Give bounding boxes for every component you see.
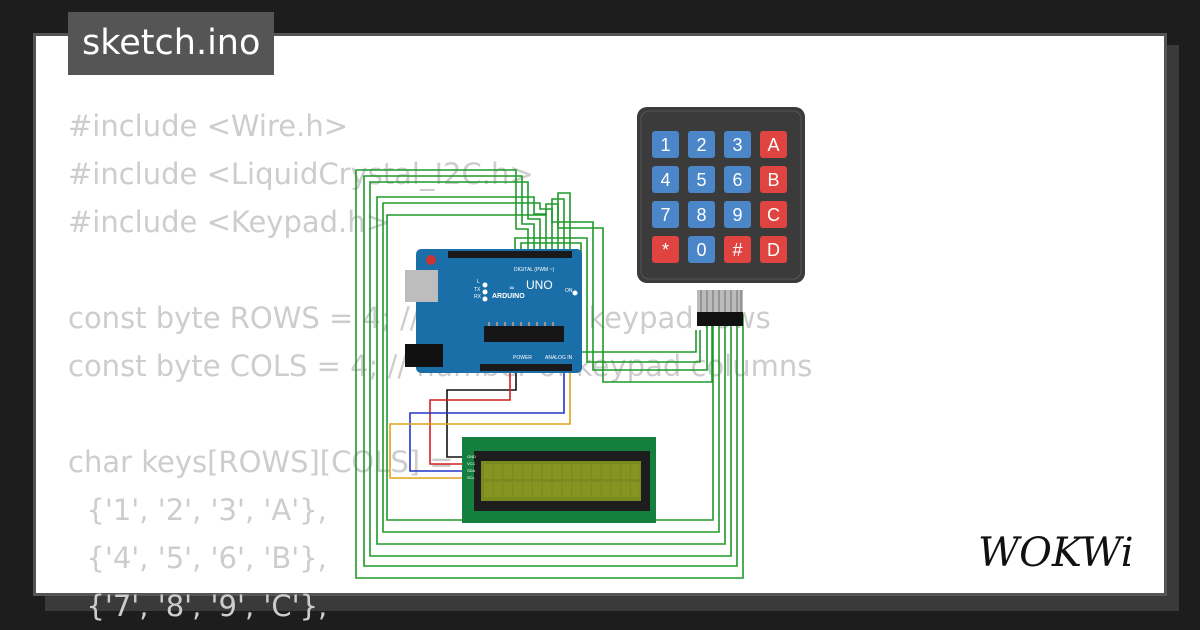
keypad-key-#[interactable]: # [724, 236, 751, 263]
svg-text:RX: RX [474, 294, 482, 300]
arduino-model-label: UNO [526, 278, 553, 292]
digital-header-label: DIGITAL (PWM ~) [514, 267, 554, 273]
svg-text:7: 7 [660, 205, 670, 225]
lcd-char-cell [572, 464, 581, 479]
arduino-uno-board: ∞ UNO ARDUINO DIGITAL (PWM ~) POWER ANAL… [405, 249, 582, 373]
lcd-char-cell [552, 464, 562, 479]
svg-text:5: 5 [696, 170, 706, 190]
lcd-char-cell [523, 464, 532, 479]
lcd-char-cell [542, 464, 552, 479]
svg-text:#: # [732, 240, 742, 260]
lcd-char-cell [523, 482, 532, 497]
keypad-key-A[interactable]: A [760, 131, 787, 158]
code-line: #include <Wire.h> [68, 109, 349, 143]
sketch-filename-tag: sketch.ino [68, 12, 275, 75]
keypad-key-6[interactable]: 6 [724, 166, 751, 193]
digital-header [448, 251, 572, 258]
analog-header [480, 364, 572, 371]
svg-text:TX: TX [474, 287, 481, 293]
lcd-char-cell [611, 464, 620, 479]
lcd-char-cell [513, 482, 522, 497]
power-jack [405, 344, 443, 367]
svg-text:A: A [767, 135, 779, 155]
keypad-key-1[interactable]: 1 [652, 131, 679, 158]
lcd-char-cell [572, 482, 581, 497]
lcd-char-cell [631, 464, 640, 479]
lcd-char-cell [533, 464, 542, 479]
lcd-char-cell [621, 464, 630, 479]
keypad-key-B[interactable]: B [760, 166, 787, 193]
svg-text:1: 1 [660, 135, 670, 155]
svg-text:C: C [767, 205, 780, 225]
lcd-char-cell [582, 464, 591, 479]
lcd-char-cell [484, 482, 493, 497]
lcd-char-cell [562, 482, 571, 497]
svg-text:6: 6 [732, 170, 742, 190]
microcontroller-chip [484, 326, 564, 342]
lcd-char-cell [601, 482, 611, 497]
lcd-char-cell [542, 482, 552, 497]
lcd-char-cell [493, 482, 503, 497]
lcd-char-cell [582, 482, 591, 497]
svg-text:SDA: SDA [467, 468, 476, 473]
code-line: {'1', '2', '3', 'A'}, [68, 493, 327, 527]
keypad-key-0[interactable]: 0 [688, 236, 715, 263]
lcd-1602-i2c: GND VCC SDA SCL [462, 437, 656, 523]
keypad-key-3[interactable]: 3 [724, 131, 751, 158]
svg-text:9: 9 [732, 205, 742, 225]
keypad-key-8[interactable]: 8 [688, 201, 715, 228]
code-line: #include <Keypad.h> [68, 205, 390, 239]
lcd-char-cell [493, 464, 503, 479]
power-header-label: POWER [513, 355, 532, 361]
keypad-key-*[interactable]: * [652, 236, 679, 263]
code-background: #include <Wire.h>#include <LiquidCrystal… [68, 102, 888, 623]
svg-text:*: * [662, 240, 669, 260]
keypad-wires [355, 169, 744, 579]
lcd-char-cell [562, 464, 571, 479]
analog-header-label: ANALOG IN [545, 355, 573, 361]
lcd-char-cell [611, 482, 620, 497]
lcd-char-cell [601, 464, 611, 479]
keypad-key-7[interactable]: 7 [652, 201, 679, 228]
lcd-char-cell [533, 482, 542, 497]
keypad-key-D[interactable]: D [760, 236, 787, 263]
lcd-char-cell [591, 482, 601, 497]
svg-text:0: 0 [696, 240, 706, 260]
lcd-char-cell [591, 464, 601, 479]
svg-text:∞: ∞ [509, 284, 515, 292]
lcd-char-cell [503, 464, 513, 479]
svg-text:3: 3 [732, 135, 742, 155]
reset-button [426, 255, 436, 265]
arduino-brand-label: ARDUINO [492, 293, 525, 300]
svg-text:2: 2 [696, 135, 706, 155]
wokwi-logo: WOKWi [978, 530, 1134, 576]
svg-text:GND: GND [467, 454, 476, 459]
svg-text:D: D [767, 240, 780, 260]
lcd-char-cell [631, 482, 640, 497]
lcd-char-cell [621, 482, 630, 497]
lcd-char-cell [503, 482, 513, 497]
keypad-key-9[interactable]: 9 [724, 201, 751, 228]
keypad-4x4: 1 2 3 A 4 5 6 B 7 8 9 C * 0 # D [637, 107, 805, 326]
lcd-char-cell [552, 482, 562, 497]
keypad-key-4[interactable]: 4 [652, 166, 679, 193]
svg-text:8: 8 [696, 205, 706, 225]
svg-text:ON: ON [565, 288, 573, 294]
lcd-wires [389, 372, 571, 479]
svg-text:WOKWi: WOKWi [978, 530, 1134, 576]
keypad-key-2[interactable]: 2 [688, 131, 715, 158]
svg-text:4: 4 [660, 170, 670, 190]
svg-text:L: L [477, 279, 480, 285]
usb-port [405, 270, 438, 302]
lcd-char-cell [513, 464, 522, 479]
keypad-key-C[interactable]: C [760, 201, 787, 228]
svg-text:VCC: VCC [467, 461, 476, 466]
svg-text:B: B [767, 170, 779, 190]
keypad-key-5[interactable]: 5 [688, 166, 715, 193]
code-line: {'7', '8', '9', 'C'}, [68, 589, 328, 623]
lcd-char-cell [484, 464, 493, 479]
svg-text:SCL: SCL [467, 475, 476, 480]
code-line: {'4', '5', '6', 'B'}, [68, 541, 327, 575]
